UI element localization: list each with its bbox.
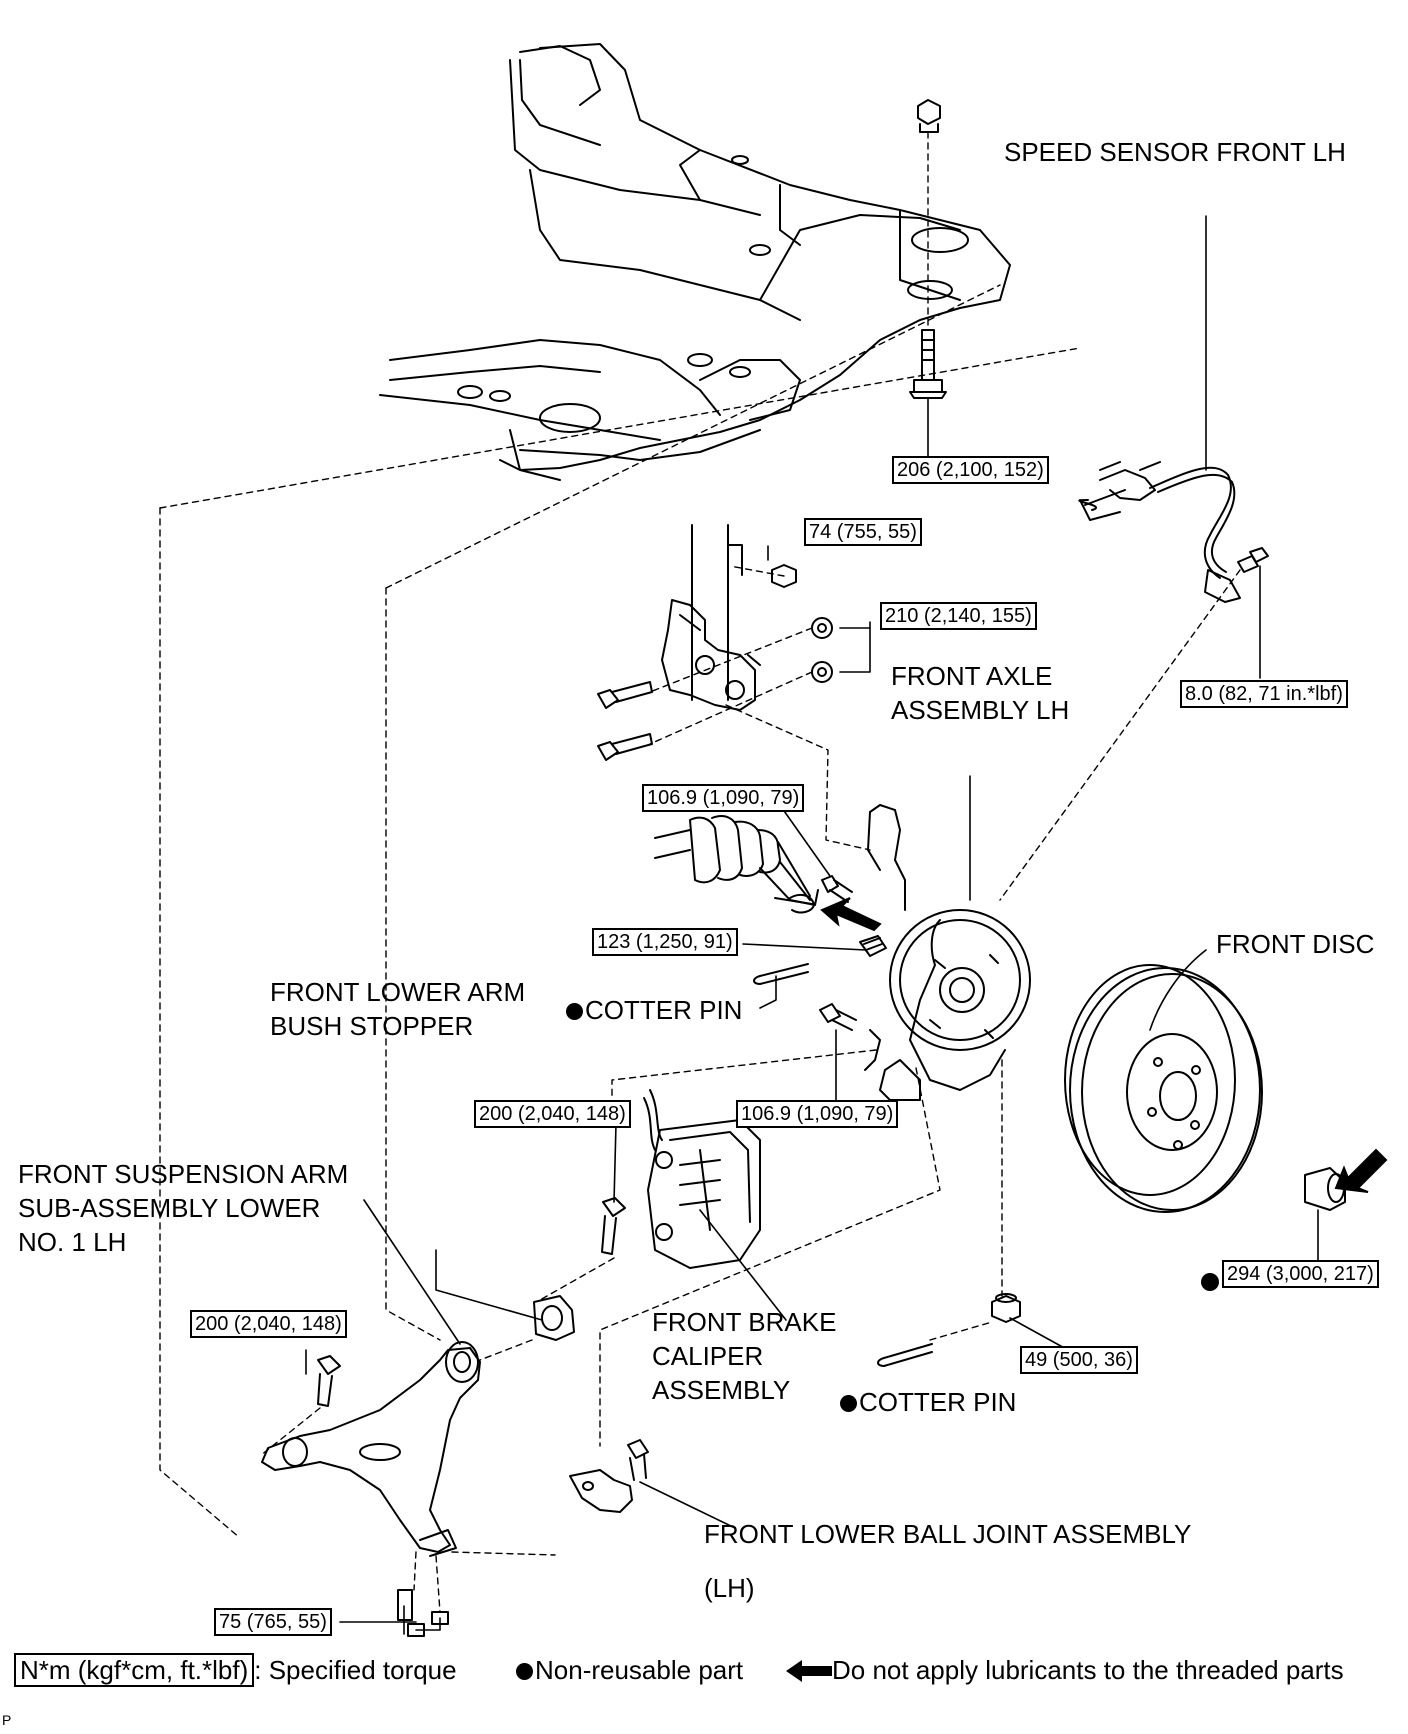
label-front-axle-l1: FRONT AXLE [891, 661, 1053, 691]
cotter-pin-lower [877, 1343, 933, 1367]
shock-absorber-strut [661, 524, 761, 711]
steering-knuckle-hub [864, 804, 1031, 1101]
no-lube-arrow-driveshaft [820, 897, 882, 932]
cotter-pin-upper [753, 963, 809, 985]
torque-axle-nut: 294 (3,000, 217) [1222, 1260, 1379, 1288]
front-lower-ball-joint [569, 1439, 649, 1513]
label-cotter-pin-lower: COTTER PIN [840, 1386, 1016, 1419]
left-arrow-icon [786, 1660, 832, 1682]
crossmember-nut [917, 99, 941, 133]
label-bush-stopper-l2: BUSH STOPPER [270, 1011, 474, 1041]
strut-bolt-1 [597, 681, 653, 709]
leader-lines [305, 215, 1319, 1635]
nonreusable-bullet-icon [516, 1663, 533, 1680]
corner-mark: P [2, 1712, 12, 1728]
nonreusable-bullet-icon [840, 1395, 857, 1412]
label-susp-arm-l1: FRONT SUSPENSION ARM [18, 1159, 349, 1189]
torque-strut-nuts: 210 (2,140, 155) [880, 602, 1037, 630]
label-susp-arm-l2: SUB-ASSEMBLY LOWER [18, 1193, 321, 1223]
label-front-axle-l2: ASSEMBLY LH [891, 695, 1070, 725]
label-front-disc: FRONT DISC [1216, 929, 1375, 959]
torque-sensor-bolt: 8.0 (82, 71 in.*lbf) [1180, 680, 1348, 708]
torque-ball-joint-nut: 49 (500, 36) [1020, 1346, 1138, 1374]
strut-nut-2 [811, 661, 833, 683]
torque-strut-nut-top: 74 (755, 55) [804, 518, 922, 546]
label-caliper-l3: ASSEMBLY [652, 1375, 791, 1405]
caliper-bolt [601, 1197, 626, 1255]
speed-sensor [1078, 461, 1241, 603]
speed-sensor-bolt [1237, 547, 1269, 573]
strut-bolt-2 [597, 733, 653, 761]
front-suspension-arm-lower [261, 1341, 481, 1557]
legend-no-lube: Do not apply lubricants to the threaded … [786, 1655, 1344, 1686]
label-bush-stopper-l1: FRONT LOWER ARM [270, 977, 526, 1007]
torque-tie-rod-nut: 123 (1,250, 91) [592, 928, 738, 956]
arm-bolt [317, 1355, 341, 1407]
nonreusable-bullet-icon [566, 1003, 583, 1020]
legend-nonreusable: Non-reusable part [516, 1655, 743, 1686]
strut-nut-1 [811, 617, 833, 639]
label-speed-sensor: SPEED SENSOR FRONT LH [1004, 137, 1346, 167]
nonreusable-bullet-axle-nut [1201, 1273, 1219, 1291]
front-disc [1064, 964, 1263, 1213]
label-caliper-l1: FRONT BRAKE [652, 1307, 837, 1337]
torque-ball-joint-bolts: 75 (765, 55) [214, 1608, 332, 1636]
front-lower-arm-bush-stopper [533, 1295, 575, 1341]
strut-nut-top [771, 564, 797, 588]
ball-joint-bolts [397, 1589, 449, 1637]
torque-knuckle-bolt-lower: 106.9 (1,090, 79) [736, 1100, 899, 1128]
torque-crossmember-bolt: 206 (2,100, 152) [892, 456, 1049, 484]
label-caliper-l2: CALIPER [652, 1341, 764, 1371]
knuckle-bolt-lower [819, 1003, 857, 1031]
label-cotter-pin-upper: COTTER PIN [566, 994, 742, 1027]
label-ball-joint-l1: FRONT LOWER BALL JOINT ASSEMBLY [704, 1519, 1192, 1549]
drive-shaft [654, 815, 819, 914]
label-susp-arm-l3: NO. 1 LH [18, 1227, 127, 1257]
front-suspension-crossmember [379, 43, 1011, 481]
ball-joint-nut [991, 1293, 1021, 1323]
legend-torque-desc: : Specified torque [254, 1655, 457, 1685]
no-lube-arrow-axle-nut [1334, 1148, 1388, 1193]
torque-knuckle-bolt-upper: 106.9 (1,090, 79) [642, 784, 805, 812]
tie-rod-nut [859, 935, 887, 957]
crossmember-bolt [909, 329, 947, 399]
label-ball-joint-l2: (LH) [704, 1573, 755, 1603]
legend-torque: N*m (kgf*cm, ft.*lbf): Specified torque [14, 1653, 457, 1687]
torque-caliper-bolt: 200 (2,040, 148) [474, 1100, 631, 1128]
legend-torque-unit: N*m (kgf*cm, ft.*lbf) [14, 1653, 255, 1687]
alignment-dashed-lines [159, 131, 1241, 1613]
torque-arm-bolt: 200 (2,040, 148) [190, 1310, 347, 1338]
